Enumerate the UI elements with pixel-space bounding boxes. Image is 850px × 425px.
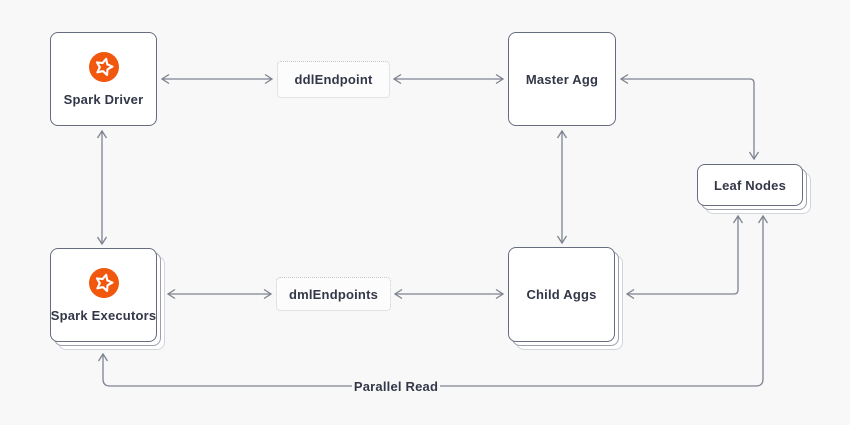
connector-spark-driver-spark-executors bbox=[96, 129, 108, 246]
connector-spark-executors-dml-endpoints bbox=[166, 288, 273, 300]
connector-master-agg-child-aggs bbox=[556, 129, 568, 245]
node-label: ddlEndpoint bbox=[294, 72, 373, 87]
node-leaf-nodes: Leaf Nodes bbox=[697, 164, 811, 214]
node-master-agg: Master Agg bbox=[508, 32, 616, 126]
node-spark-driver: Spark Driver bbox=[50, 32, 157, 126]
node-label: Child Aggs bbox=[526, 287, 597, 302]
node-spark-executors: Spark Executors bbox=[50, 248, 165, 350]
connector-spark-driver-ddl-endpoint bbox=[160, 73, 274, 85]
star-icon bbox=[88, 52, 119, 82]
node-label: Spark Driver bbox=[63, 92, 144, 107]
connector-dml-endpoints-child-aggs bbox=[393, 288, 505, 300]
node-dml-endpoints: dmlEndpoints bbox=[276, 277, 391, 311]
connector-parallel-read bbox=[97, 214, 769, 387]
connector-child-aggs-leaf-nodes bbox=[625, 214, 744, 300]
connector-master-agg-leaf-nodes bbox=[619, 73, 760, 161]
node-label: Spark Executors bbox=[50, 308, 157, 323]
node-ddl-endpoint: ddlEndpoint bbox=[277, 61, 390, 98]
node-label: Master Agg bbox=[525, 71, 599, 87]
star-icon bbox=[88, 268, 119, 298]
connector-ddl-endpoint-master-agg bbox=[392, 73, 505, 85]
node-label: dmlEndpoints bbox=[288, 286, 379, 302]
node-child-aggs: Child Aggs bbox=[508, 247, 623, 350]
parallel-read-label: Parallel Read bbox=[353, 379, 439, 394]
node-label: Leaf Nodes bbox=[713, 177, 787, 193]
